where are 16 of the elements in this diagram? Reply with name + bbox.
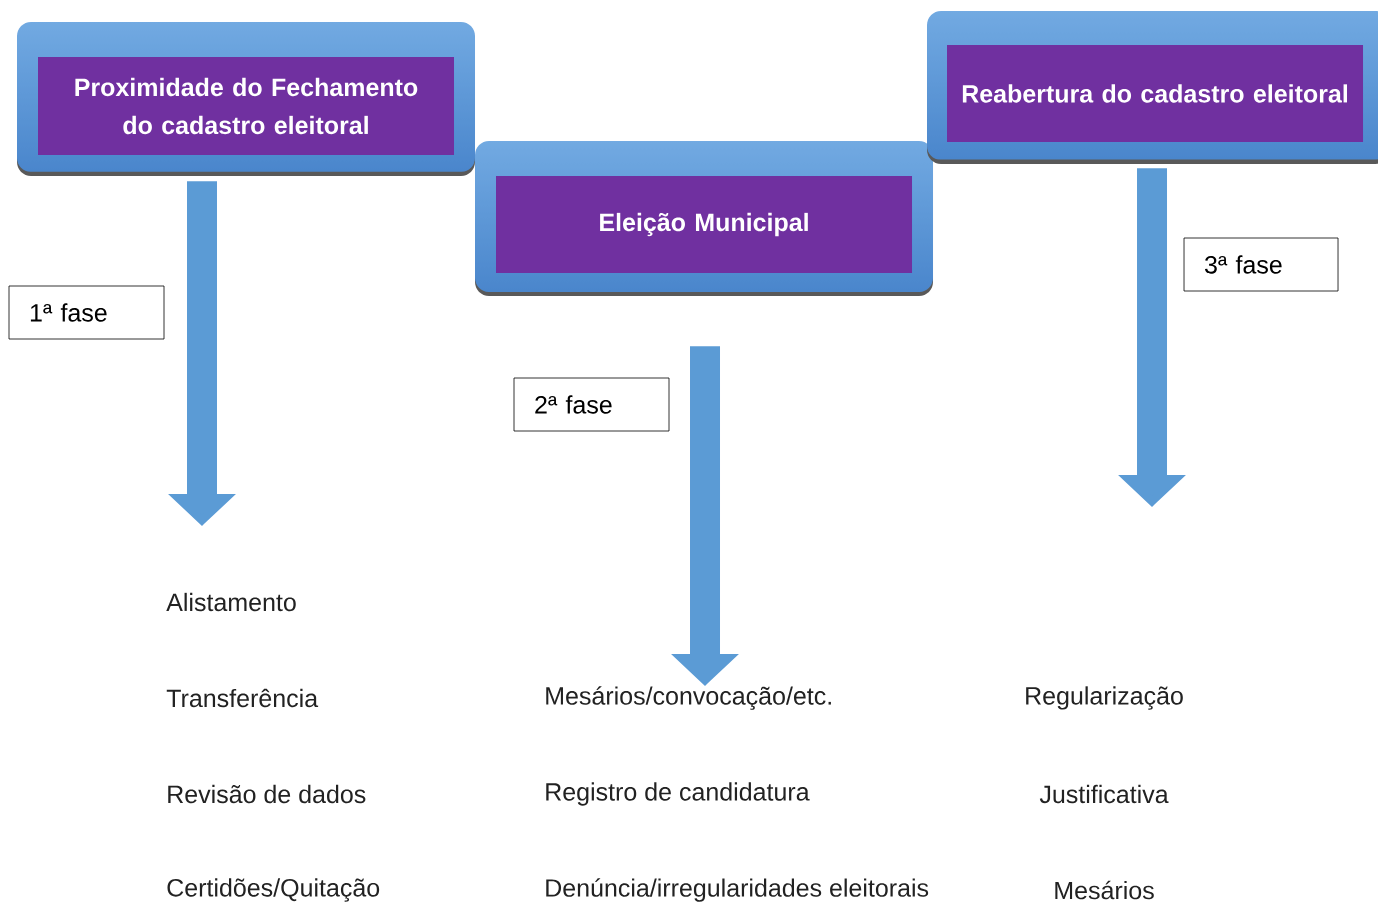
phase-box: 2ª fase xyxy=(513,377,670,432)
list-item: Revisão de dados xyxy=(168,784,366,804)
list-item: Registro de candidatura xyxy=(546,782,810,806)
phase-box: 1ª fase xyxy=(8,285,165,340)
list-item: Justificativa xyxy=(1039,784,1169,804)
header-box: Eleição Municipal xyxy=(475,141,933,296)
list-item: Certidões/Quitação xyxy=(167,878,380,902)
header-box: Reabertura do cadastro eleitoral xyxy=(927,11,1378,164)
list-item: Mesários/convocação/etc. xyxy=(546,686,831,710)
list-item: Transferência xyxy=(166,688,319,708)
list-item: Denúncia/irregularidades eleitorais xyxy=(546,878,929,902)
list-item: Alistamento xyxy=(166,592,296,612)
list-item: Regularização xyxy=(1026,686,1183,710)
header-box: Proximidade do Fechamento do cadastro eleitoral xyxy=(17,22,475,176)
phase-box: 3ª fase xyxy=(1183,237,1339,292)
list-item: Mesários xyxy=(1055,880,1154,900)
